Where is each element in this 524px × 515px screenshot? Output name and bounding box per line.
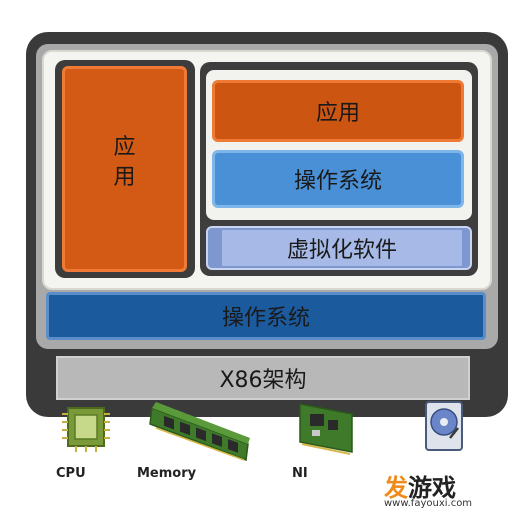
x86-architecture-block: X86架构 bbox=[56, 356, 470, 400]
native-app-label-char-2: 用 bbox=[113, 165, 136, 190]
watermark-logo: 发游戏 bbox=[384, 468, 456, 503]
watermark-text-orange: 发 bbox=[384, 474, 408, 502]
host-os-block: 操作系统 bbox=[46, 292, 486, 340]
memory-module-icon bbox=[149, 402, 250, 462]
memory-label: Memory bbox=[137, 466, 197, 481]
watermark-url: www.fayouxi.com bbox=[384, 498, 473, 509]
vm-os-label: 操作系统 bbox=[293, 169, 382, 194]
vm-app-block: 应用 bbox=[212, 80, 464, 142]
hypervisor-block: 虚拟化软件 bbox=[222, 230, 462, 266]
network-card-icon bbox=[299, 403, 353, 455]
host-os-label: 操作系统 bbox=[221, 306, 310, 331]
vm-app-label: 应用 bbox=[315, 101, 360, 126]
native-app-label-char-1: 应 bbox=[113, 135, 136, 160]
cpu-label: CPU bbox=[56, 466, 86, 481]
hypervisor-label: 虚拟化软件 bbox=[286, 238, 397, 263]
watermark-text-dark: 游戏 bbox=[408, 474, 456, 502]
x86-architecture-label: X86架构 bbox=[219, 368, 307, 393]
vm-os-block: 操作系统 bbox=[212, 150, 464, 208]
hard-disk-icon bbox=[425, 401, 463, 451]
nic-label: NI bbox=[292, 466, 308, 481]
native-app-block: 应 用 bbox=[62, 66, 187, 272]
cpu-chip-icon bbox=[62, 407, 110, 452]
